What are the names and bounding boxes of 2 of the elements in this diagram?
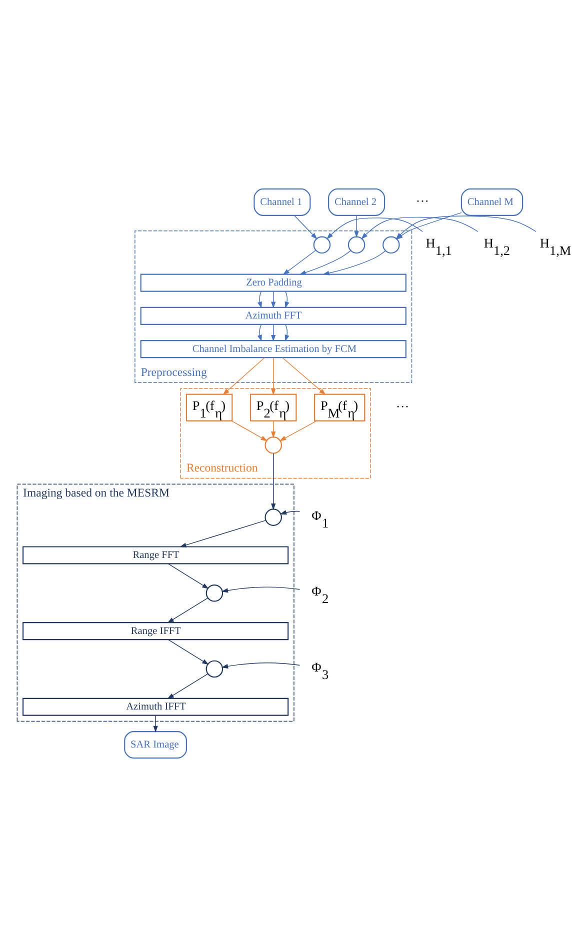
label: ···: [396, 398, 410, 414]
label: ···: [416, 193, 430, 208]
